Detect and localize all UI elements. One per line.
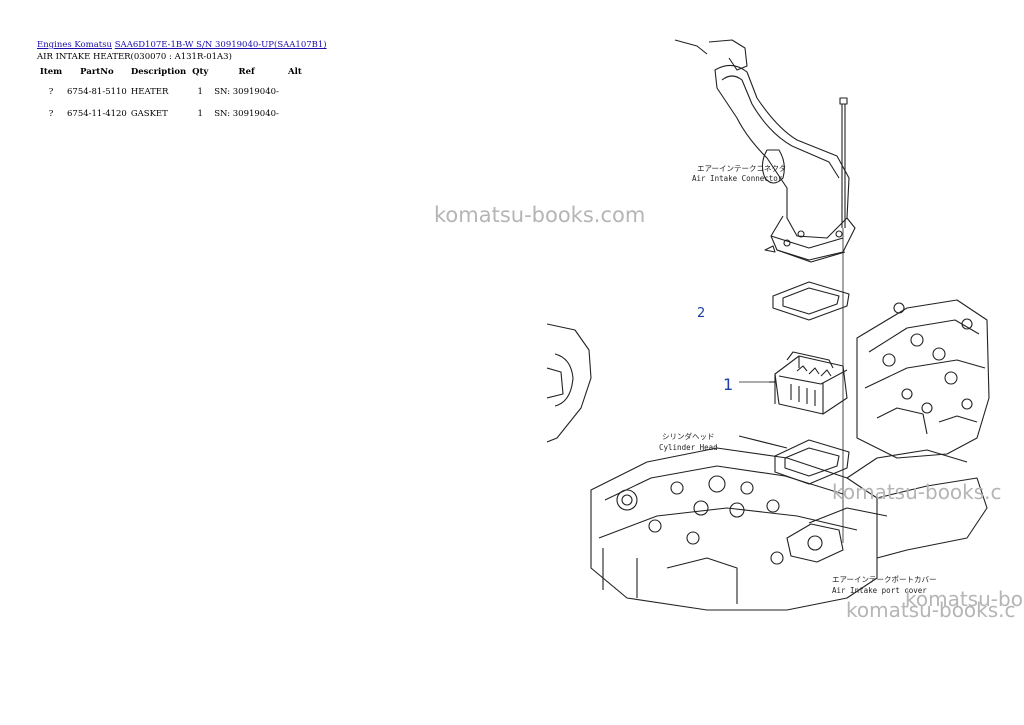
header-ref: Ref <box>238 67 255 77</box>
breadcrumb-link-model[interactable]: SAA6D107E-1B-W S/N 30919040-UP(SAA107B1) <box>114 40 327 50</box>
label-head-jp: シリンダヘッド <box>662 431 715 441</box>
gasket-lower <box>774 439 850 485</box>
header-qty: Qty <box>192 67 209 77</box>
callout-2: 2 <box>697 306 705 321</box>
header-item: Item <box>39 67 63 77</box>
header-description: Description <box>130 67 187 77</box>
cell-description: HEATER <box>130 87 169 97</box>
label-connector-en: Air Intake Connector <box>692 174 783 183</box>
cell-qty: 1 <box>197 87 203 97</box>
breadcrumb-link-engines[interactable]: Engines Komatsu <box>37 40 113 50</box>
breadcrumb: Engines Komatsu SAA6D107E-1B-W S/N 30919… <box>37 40 327 50</box>
label-cover-en: Air Intake port cover <box>832 586 927 595</box>
watermark: komatsu-books.c <box>832 480 1002 504</box>
cell-item: ? <box>48 87 54 97</box>
cell-description: GASKET <box>130 109 168 119</box>
label-cover-jp: エアーインテークポートカバー <box>832 575 937 584</box>
label-head-en: Cylinder Head <box>659 443 718 452</box>
cell-partno: 6754-11-4120 <box>67 109 127 119</box>
air-intake-connector <box>714 64 856 263</box>
watermark: komatsu-books.com <box>434 203 646 227</box>
cell-qty: 1 <box>197 109 203 119</box>
table-row: ? 6754-11-4120 GASKET 1 SN: 30919040- <box>37 107 309 129</box>
watermark: komatsu-bo <box>905 587 1023 611</box>
heater <box>769 351 848 415</box>
cell-item: ? <box>48 109 54 119</box>
header-partno: PartNo <box>80 67 114 77</box>
parts-diagram: 1 2 エアーインテークコネクタ Air Intake Connector シリ… <box>547 39 990 611</box>
cell-alt <box>281 85 309 107</box>
gasket-upper <box>772 281 850 321</box>
table-row: ? 6754-81-5110 HEATER 1 SN: 30919040- <box>37 85 309 107</box>
cell-alt <box>281 107 309 129</box>
parts-table: Item PartNo Description Qty Ref Alt ? 67… <box>37 64 309 129</box>
page-title: AIR INTAKE HEATER(030070 : A131R-01A3) <box>37 52 232 62</box>
label-connector-jp: エアーインテークコネクタ <box>697 164 786 173</box>
table-header-row: Item PartNo Description Qty Ref Alt <box>37 64 309 85</box>
header-alt: Alt <box>288 67 302 77</box>
cell-ref: SN: 30919040- <box>214 87 279 97</box>
callout-1: 1 <box>723 375 733 394</box>
cell-partno: 6754-81-5110 <box>67 87 127 97</box>
cell-ref: SN: 30919040- <box>214 109 279 119</box>
watermark: komatsu-books.c <box>846 598 1016 622</box>
